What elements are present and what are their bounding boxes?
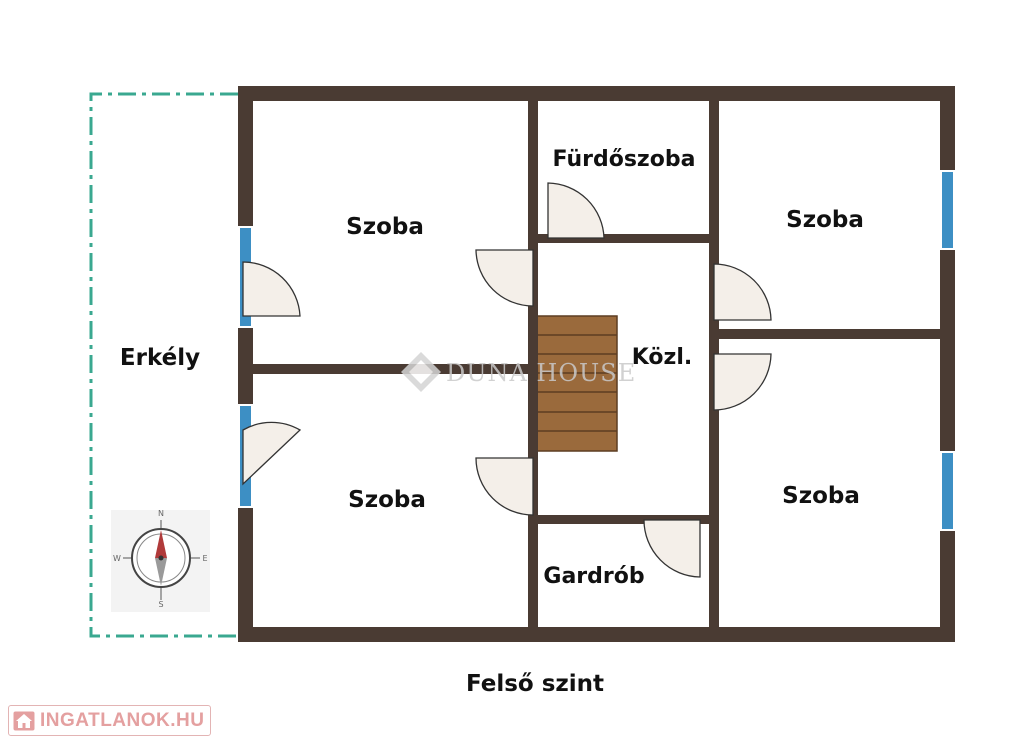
room-label-szoba-bottom-left: Szoba (348, 487, 426, 513)
room-label-szoba-top-right: Szoba (786, 207, 864, 233)
door-balcony-bottom (242, 421, 302, 486)
level-label: Felső szint (466, 671, 604, 697)
room-label-furdoszoba: Fürdőszoba (553, 147, 696, 172)
compass-w-label: W (113, 554, 121, 563)
compass-icon: N S W E (111, 509, 210, 612)
compass-e-label: E (202, 554, 207, 563)
balcony-outline (89, 92, 238, 638)
door-room-bottom-right (713, 353, 772, 411)
door-room-bottom-left (475, 457, 534, 516)
room-label-gardrob: Gardrób (543, 564, 644, 589)
room-label-szoba-bottom-right: Szoba (782, 483, 860, 509)
ingatlanok-watermark: INGATLANOK.HU (8, 705, 212, 736)
duna-house-watermark: DUNA HOUSE (401, 352, 636, 392)
door-room-top-right (713, 263, 772, 321)
ingatlanok-watermark-text: INGATLANOK.HU (40, 709, 205, 731)
door-balcony-top (242, 261, 301, 317)
duna-house-watermark-text: DUNA HOUSE (446, 359, 636, 387)
room-label-erkely: Erkély (120, 345, 200, 371)
door-wardrobe (643, 519, 701, 578)
compass-s-label: S (158, 600, 163, 609)
compass-n-label: N (158, 509, 164, 518)
doors (242, 182, 772, 578)
room-label-szoba-top-left: Szoba (346, 214, 424, 240)
door-room-top-left (475, 249, 534, 307)
door-bathroom (547, 182, 605, 239)
house-icon (13, 711, 35, 730)
room-label-kozl: Közl. (632, 345, 692, 370)
staircase (536, 315, 618, 452)
